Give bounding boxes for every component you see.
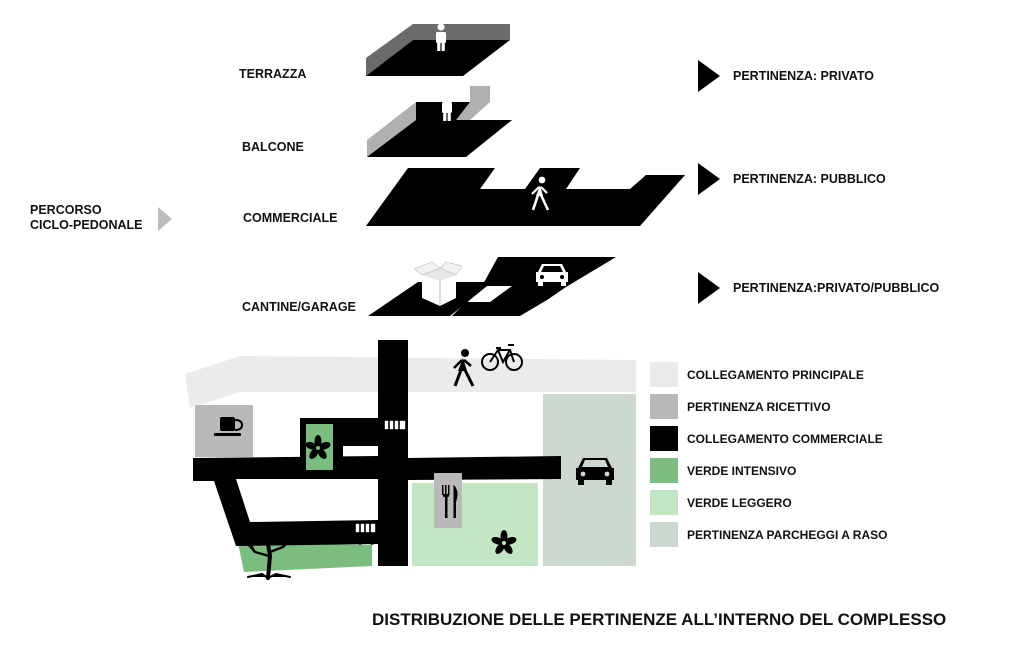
legend: COLLEGAMENTO PRINCIPALE PERTINENZA RICETT… [650, 362, 887, 547]
walking-person-icon [531, 176, 550, 211]
level-cantine-garage [368, 257, 616, 316]
commerciale-slab [366, 168, 685, 226]
percorso-arrow-icon [158, 207, 172, 231]
legend-swatch [650, 522, 678, 547]
legend-swatch [650, 362, 678, 387]
collegamento-commerciale-paths [193, 340, 561, 566]
terrazza-wall [366, 24, 510, 76]
legend-swatch [650, 426, 678, 451]
flower-icon [305, 435, 331, 459]
collegamento-principale-area [185, 356, 636, 408]
legend-label: PERTINENZA PARCHEGGI A RASO [687, 528, 887, 542]
balcone-slab [367, 120, 512, 157]
percorso-label-line1: PERCORSO [30, 203, 102, 217]
legend-label: VERDE INTENSIVO [687, 464, 796, 478]
box-icon [413, 261, 463, 306]
pertinenza-arrow-icon [698, 163, 720, 195]
coffee-cup-icon [214, 417, 244, 436]
car-icon [576, 458, 614, 485]
label-terrazza: TERRAZZA [239, 67, 306, 81]
bicycle-icon [481, 344, 523, 371]
label-balcone: BALCONE [242, 140, 304, 154]
shopping-cart-icon [378, 418, 407, 442]
legend-label: COLLEGAMENTO PRINCIPALE [687, 368, 864, 382]
garage-slab [452, 257, 616, 316]
level-balcone [367, 86, 512, 157]
legend-swatch [650, 394, 678, 419]
fork-knife-icon [442, 485, 458, 518]
legend-swatch [650, 490, 678, 515]
person-icon [436, 23, 446, 51]
legend-label: PERTINENZA RICETTIVO [687, 400, 831, 414]
site-plan [185, 340, 636, 580]
pertinenza-privato: PERTINENZA: PRIVATO [733, 69, 874, 83]
label-cantine-garage: CANTINE/GARAGE [242, 300, 356, 314]
percorso-label-line2: CICLO-PEDONALE [30, 218, 143, 232]
car-icon [536, 264, 568, 286]
ristorante-area [434, 473, 462, 528]
pertinenza-arrow-icon [698, 60, 720, 92]
verde-intensivo-area [238, 543, 372, 572]
legend-label: COLLEGAMENTO COMMERCIALE [687, 432, 883, 446]
caption: DISTRIBUZIONE DELLE PERTINENZE ALL’INTER… [372, 610, 946, 629]
pertinenza-privato-pubblico: PERTINENZA:PRIVATO/PUBBLICO [733, 281, 940, 295]
pertinenza-pubblico: PERTINENZA: PUBBLICO [733, 172, 886, 186]
pertinenza-arrow-icon [698, 272, 720, 304]
verde-leggero-area [412, 483, 538, 566]
level-terrazza [366, 23, 510, 76]
terrazza-slab [366, 40, 510, 76]
label-commerciale: COMMERCIALE [243, 211, 337, 225]
person-icon [442, 93, 452, 121]
level-commerciale [366, 168, 685, 226]
walking-person-icon [453, 349, 475, 387]
shopping-cart-icon [349, 521, 377, 545]
legend-swatch [650, 458, 678, 483]
tree-icon [246, 531, 292, 580]
legend-label: VERDE LEGGERO [687, 496, 792, 510]
flower-icon [491, 530, 517, 554]
